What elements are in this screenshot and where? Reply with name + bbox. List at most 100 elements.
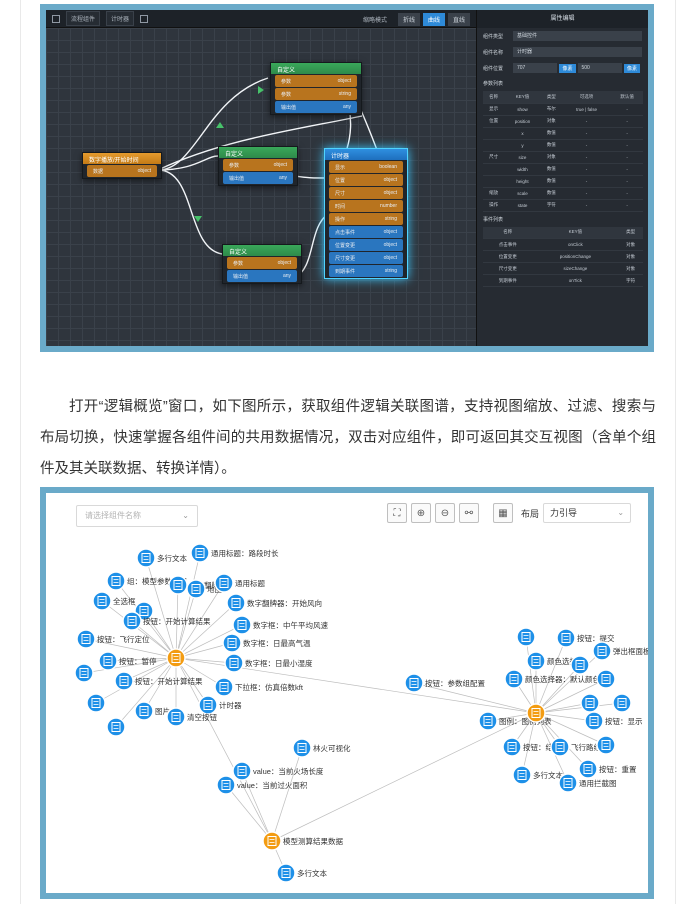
graph-node[interactable]: 组：模型参数配置 [106, 571, 187, 591]
graph-node[interactable] [596, 669, 616, 689]
graph-node[interactable]: 按钮：飞行定位 [76, 629, 150, 649]
graph-node[interactable]: 数字框：中午平均风速 [232, 615, 328, 635]
graph-node[interactable]: 清空按钮 [166, 707, 217, 727]
wire-style-polyline-button[interactable]: 折线 [397, 13, 420, 26]
graph-node[interactable]: 按钮：结果组 [502, 737, 568, 757]
fit-icon[interactable]: ⛶ [387, 503, 407, 523]
graph-node[interactable]: 通用标题：路段时长 [190, 543, 279, 563]
prop-pos-y-field[interactable]: 500 [577, 63, 622, 73]
trash-icon[interactable] [140, 14, 149, 23]
graph-node[interactable]: 地图 [186, 579, 222, 599]
graph-node[interactable]: 数字框：日最高气温 [222, 633, 311, 653]
graph-node[interactable]: 数字框：日最小湿度 [224, 653, 313, 673]
graph-node[interactable]: 按钮：开始计算结果 [122, 611, 211, 631]
logic-overview-graph[interactable]: 多行文本通用标题：路段时长组：模型参数配置数字翻牌器地图通用标题数字翻牌器：开始… [46, 493, 648, 893]
graph-node[interactable] [570, 655, 590, 675]
graph-node[interactable]: 多行文本 [512, 765, 563, 785]
graph-hub-node[interactable] [526, 703, 546, 723]
graph-node[interactable]: 多行文本 [136, 548, 187, 568]
prop-pos-x-unit-button[interactable]: 像素 [559, 63, 576, 73]
graph-node[interactable]: value：当前火场长度 [232, 761, 324, 781]
graph-node[interactable] [86, 693, 106, 713]
graph-node[interactable]: 飞行路线 [550, 737, 601, 757]
prop-name-field[interactable]: 计时器 [513, 47, 642, 57]
graph-node[interactable]: 颜色选择器 [526, 651, 585, 671]
toolbar-tab-0[interactable]: 流程组件 [66, 11, 101, 26]
graph-node[interactable]: 林火可视化 [292, 738, 351, 758]
prop-pos-x-field[interactable]: 707 [513, 63, 558, 73]
graph-node[interactable]: 按钮：重置 [578, 759, 637, 779]
share-icon[interactable]: ⚯ [459, 503, 479, 523]
layout-select[interactable]: 力引导⌄ [543, 503, 632, 523]
graph-node[interactable] [580, 693, 600, 713]
graph-hub-node[interactable] [166, 648, 186, 668]
graph-node[interactable]: 按钮：显示 [584, 711, 643, 731]
graph-node[interactable]: 按钮：参数组配置 [404, 673, 485, 693]
graph-node[interactable]: 数字翻牌器 [168, 575, 227, 595]
zoom-out-icon[interactable]: ⊖ [435, 503, 455, 523]
grid-icon[interactable]: ▦ [493, 503, 513, 523]
graph-node[interactable]: 数字翻牌器：开始风向 [226, 593, 322, 613]
graph-node[interactable] [516, 627, 536, 647]
graph-node[interactable]: 全选框 [92, 591, 136, 611]
zoom-in-icon[interactable]: ⊕ [411, 503, 431, 523]
prop-pos-y-unit-button[interactable]: 像素 [623, 63, 640, 73]
wire-style-line-button[interactable]: 直线 [447, 13, 470, 26]
graph-node[interactable] [74, 663, 94, 683]
prop-type-field[interactable]: 基础控件 [513, 31, 642, 41]
graph-node[interactable] [596, 735, 616, 755]
component-search-select[interactable]: 请选择组件名称⌄ [76, 505, 198, 527]
graph-node[interactable]: 按钮：提交 [556, 628, 615, 648]
graph-node[interactable] [106, 717, 126, 737]
toolbar-tab-1[interactable]: 计时器 [106, 11, 135, 26]
graph-node[interactable]: 按钮：开始计算结果 [114, 671, 203, 691]
graph-hub-node[interactable]: 模型测算结果数据 [262, 831, 343, 851]
graph-node[interactable]: 颜色选择器：默认颜色 [504, 669, 600, 689]
graph-node[interactable]: 按钮：暂停 [98, 651, 157, 671]
graph-node[interactable] [612, 693, 632, 713]
graph-node[interactable]: 图例：图例列表 [478, 711, 552, 731]
graph-node[interactable]: 多行文本 [276, 863, 327, 883]
graph-node[interactable]: 通用拦截图 [558, 773, 617, 793]
graph-node[interactable]: 图片 [134, 701, 170, 721]
graph-node[interactable]: value：当前过火面积 [216, 775, 308, 795]
graph-node[interactable]: 计时器 [198, 695, 242, 715]
grid-icon[interactable] [52, 14, 60, 23]
wire-style-curve-button[interactable]: 曲线 [422, 13, 445, 26]
graph-node[interactable]: 下拉框：仿真倍数kft [214, 677, 304, 697]
graph-node[interactable]: 弹出框面板 [592, 641, 648, 661]
graph-node[interactable]: 通用标题 [214, 573, 265, 593]
